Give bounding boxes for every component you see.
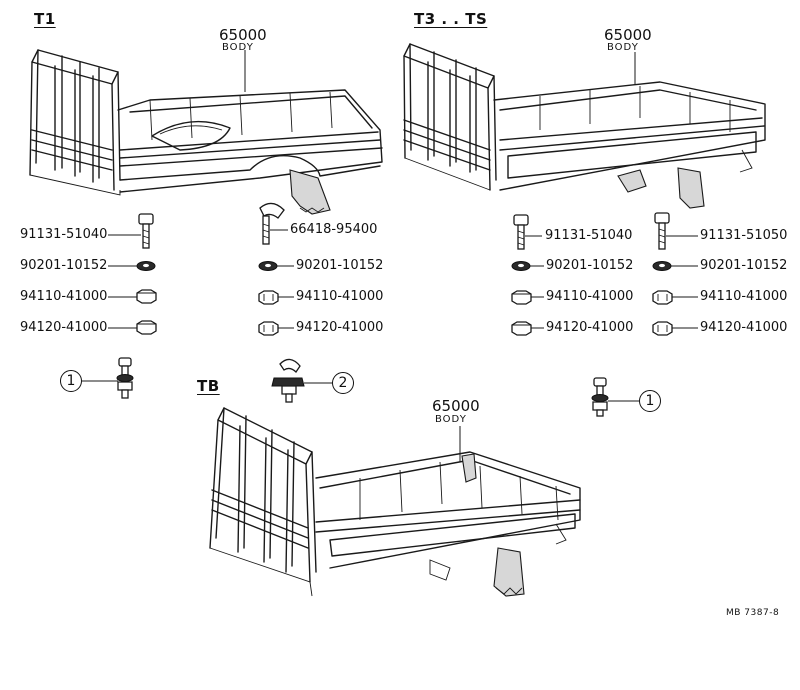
body-part-number-tb: 65000 <box>432 397 480 415</box>
nut-icon <box>511 321 532 336</box>
part-number: 90201-10152 <box>20 258 108 273</box>
callout-circle-2: 2 <box>332 372 354 394</box>
t1-truck-bed-body-icon <box>29 49 383 215</box>
part-number: 91131-51040 <box>20 227 108 242</box>
body-label-t3ts: BODY <box>607 42 639 53</box>
bolt-assembly-icon <box>591 377 609 417</box>
nut-icon <box>258 290 279 305</box>
part-number: 94110-41000 <box>296 289 384 304</box>
part-number: 94110-41000 <box>700 289 788 304</box>
washer-icon <box>136 261 156 271</box>
body-part-number-t3ts: 65000 <box>604 26 652 44</box>
bolt-assembly-icon <box>116 357 134 399</box>
part-number: 94120-41000 <box>296 320 384 335</box>
leader-lines <box>82 50 698 462</box>
washer-icon <box>652 261 672 271</box>
part-number: 90201-10152 <box>700 258 788 273</box>
body-label-tb: BODY <box>435 414 467 425</box>
part-number: 90201-10152 <box>296 258 384 273</box>
bolt-icon <box>513 214 529 250</box>
part-number: 94110-41000 <box>546 289 634 304</box>
washer-icon <box>511 261 531 271</box>
nut-icon <box>136 320 157 335</box>
part-number: 94120-41000 <box>700 320 788 335</box>
callout-circle-1: 1 <box>639 390 661 412</box>
body-part-number-t1: 65000 <box>219 26 267 44</box>
washer-icon <box>258 261 278 271</box>
nut-icon <box>136 289 157 304</box>
hook-bolt-icon <box>259 202 285 245</box>
callout-circle-1: 1 <box>60 370 82 392</box>
nut-icon <box>652 321 673 336</box>
hook-bolt-assembly-icon <box>271 358 305 403</box>
bolt-icon <box>138 213 154 249</box>
section-label-tb: TB <box>197 377 220 395</box>
part-number: 90201-10152 <box>546 258 634 273</box>
part-number: 94110-41000 <box>20 289 108 304</box>
part-number: 91131-51050 <box>700 228 788 243</box>
nut-icon <box>652 290 673 305</box>
tb-truck-bed-body-icon <box>209 407 581 597</box>
body-label-t1: BODY <box>222 42 254 53</box>
part-number: 91131-51040 <box>545 228 633 243</box>
part-number: 94120-41000 <box>546 320 634 335</box>
section-label-t1: T1 <box>34 10 56 28</box>
section-label-t3ts: T3 . . TS <box>414 10 488 28</box>
diagram-reference-code: MB 7387-8 <box>726 608 780 618</box>
part-number: 94120-41000 <box>20 320 108 335</box>
nut-icon <box>258 321 279 336</box>
bolt-icon <box>654 212 670 250</box>
part-number: 66418-95400 <box>290 222 378 237</box>
t3ts-truck-bed-body-icon <box>403 43 766 209</box>
nut-icon <box>511 290 532 305</box>
